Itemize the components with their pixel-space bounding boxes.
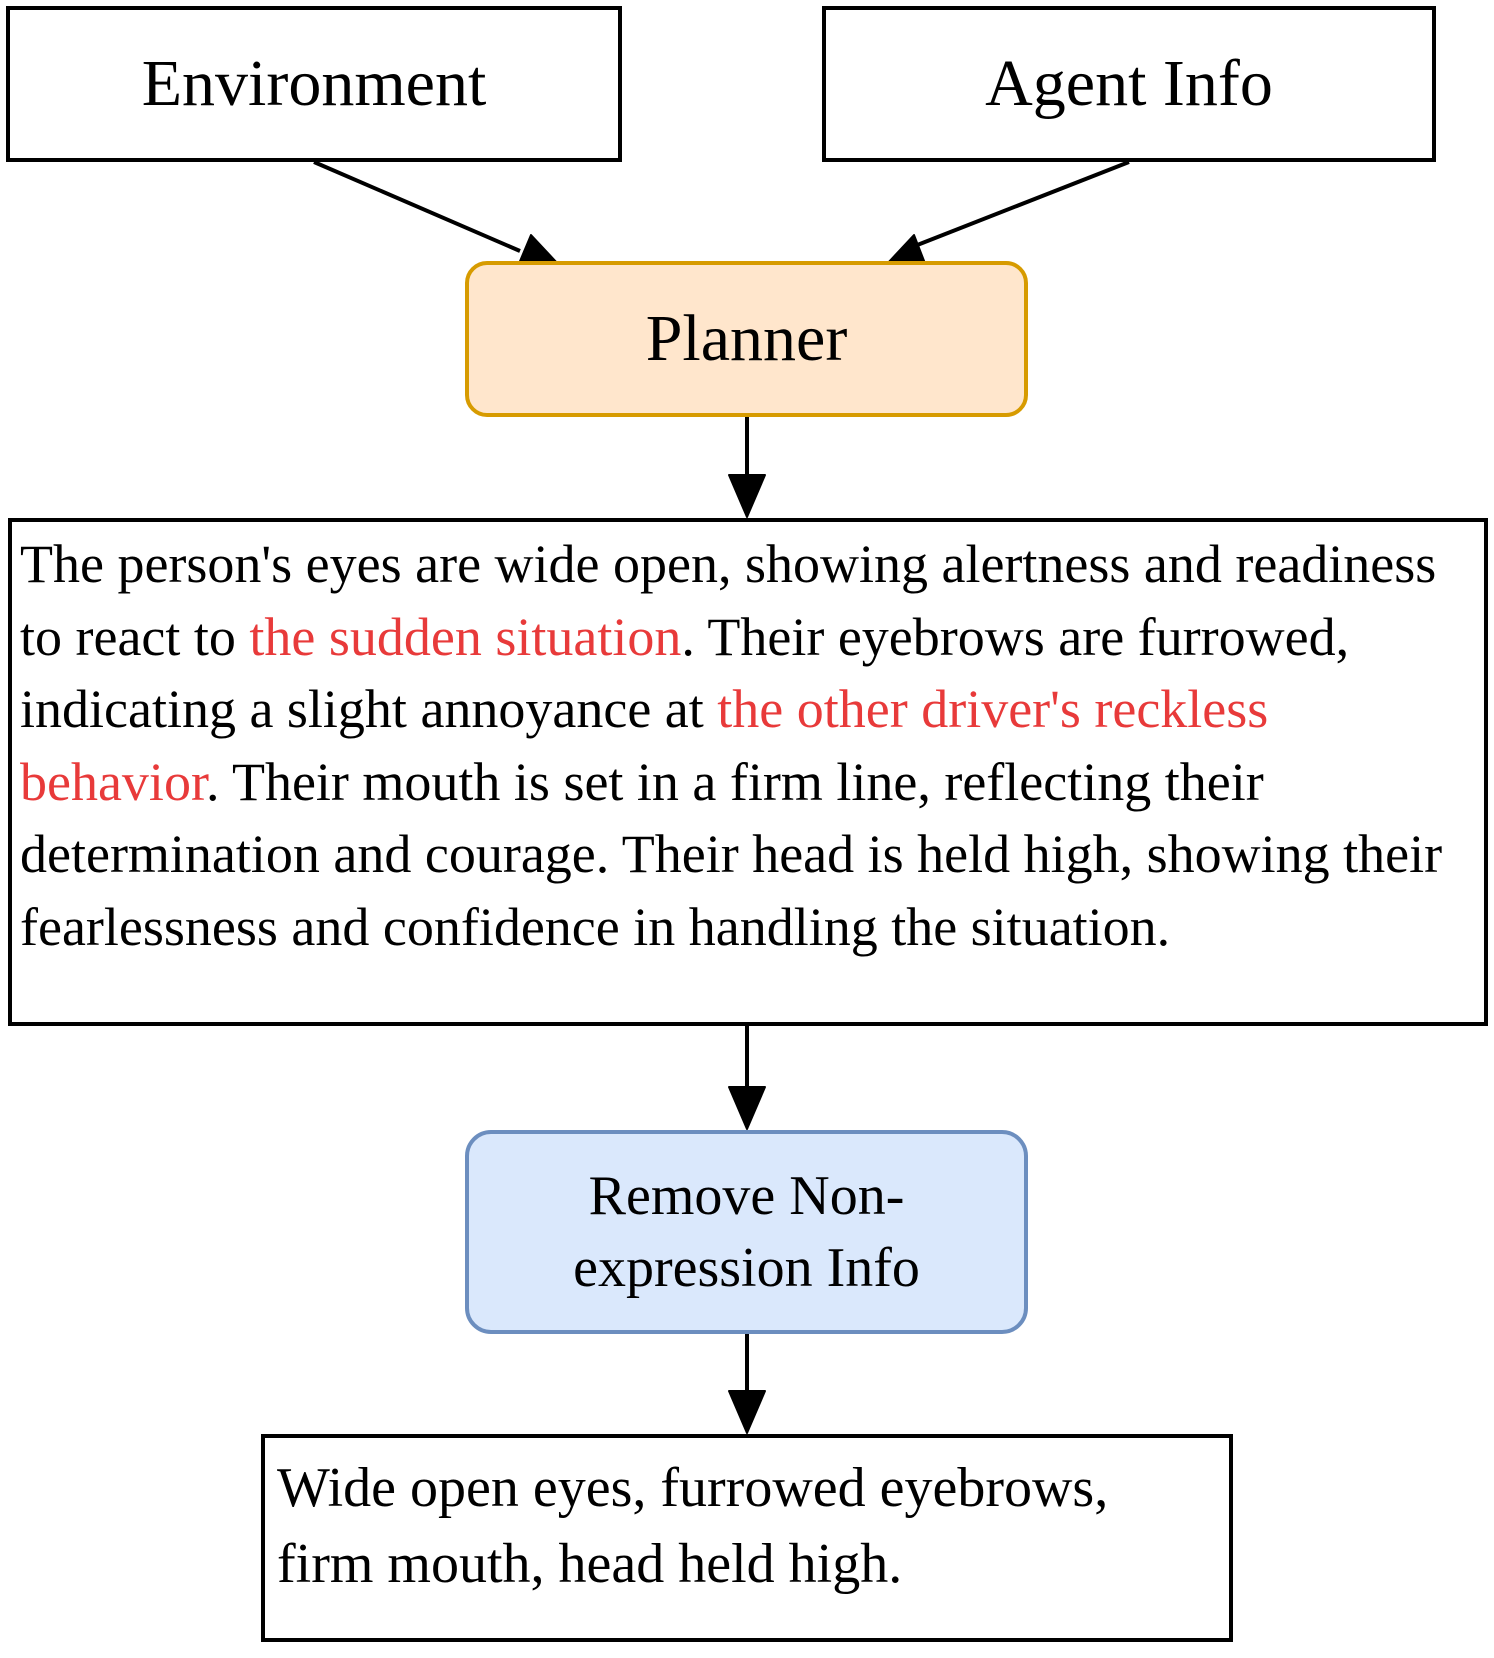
arrow-agent-info-to-planner — [901, 160, 1130, 253]
environment-node: Environment — [6, 6, 622, 162]
description-highlight-driver: the other driver's reckless behavior — [20, 679, 1269, 812]
remove-non-expression-node: Remove Non- expression Info — [465, 1130, 1028, 1334]
expression-result-box: Wide open eyes, furrowed eyebrows, firm … — [261, 1434, 1233, 1642]
arrow-environment-to-planner — [313, 160, 521, 253]
planner-label: Planner — [645, 302, 848, 375]
result-line2: firm mouth, head held high. — [277, 1533, 903, 1595]
planner-node: Planner — [465, 261, 1028, 417]
remove-label-line2: expression Info — [573, 1237, 920, 1299]
arrowhead-result — [728, 1390, 766, 1434]
description-text-1: The person's eyes are wide open, showing… — [20, 534, 1437, 667]
expression-description-box: The person's eyes are wide open, showing… — [8, 518, 1488, 1026]
remove-label: Remove Non- expression Info — [573, 1160, 920, 1304]
agent-info-label: Agent Info — [985, 47, 1273, 120]
description-text-3: . Their mouth is set in a firm line, ref… — [20, 751, 1443, 957]
environment-label: Environment — [141, 47, 487, 120]
agent-info-node: Agent Info — [822, 6, 1436, 162]
result-line1: Wide open eyes, furrowed eyebrows, — [277, 1457, 1109, 1519]
arrowhead-description — [728, 474, 766, 518]
description-highlight-situation: the sudden situation — [249, 606, 682, 667]
arrowhead-remove — [728, 1086, 766, 1130]
description-text-2: . Their eyebrows are furrowed, indicatin… — [20, 606, 1350, 740]
remove-label-line1: Remove Non- — [588, 1165, 905, 1227]
